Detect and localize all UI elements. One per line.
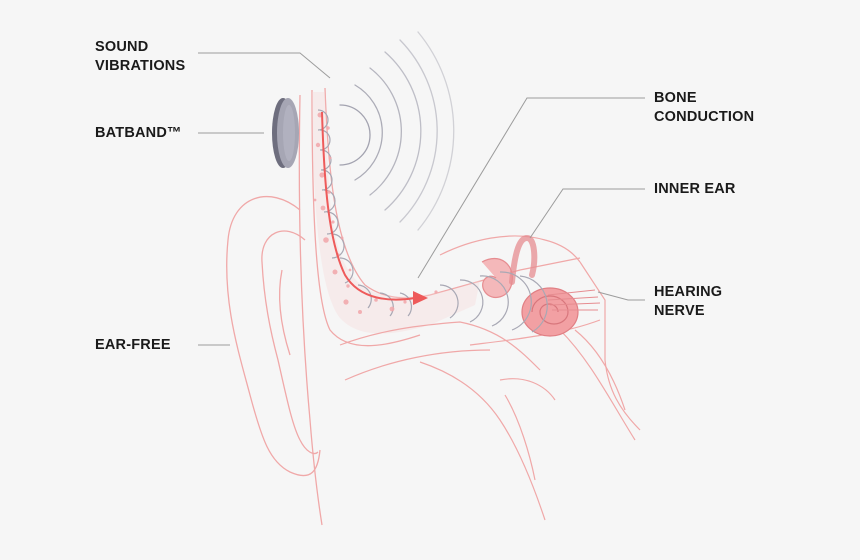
label-bone-conduction: BONE CONDUCTION [654, 90, 755, 125]
batband-device [272, 98, 299, 168]
conduction-arrow [321, 111, 428, 305]
leader-line-sound-vibrations [198, 52, 331, 79]
hearing-nerve [547, 289, 601, 311]
bone-region [312, 92, 480, 334]
cochlea [481, 234, 579, 337]
vibration-particles [313, 112, 438, 314]
sound-waves [339, 31, 455, 231]
outer-ear [226, 196, 321, 477]
leader-line-hearing-nerve [597, 291, 645, 301]
leader-line-inner-ear [529, 188, 645, 239]
middle-ear-structures [339, 235, 641, 521]
label-sound-vibrations: SOUND VIBRATIONS [95, 39, 186, 74]
label-inner-ear: INNER EAR [654, 181, 736, 197]
label-hearing-nerve: HEARING NERVE [654, 284, 723, 319]
leader-line-bone-conduction [417, 97, 645, 279]
leader-lines [198, 52, 645, 346]
label-ear-free: EAR-FREE [95, 337, 171, 353]
label-batband: BATBAND™ [95, 125, 182, 141]
